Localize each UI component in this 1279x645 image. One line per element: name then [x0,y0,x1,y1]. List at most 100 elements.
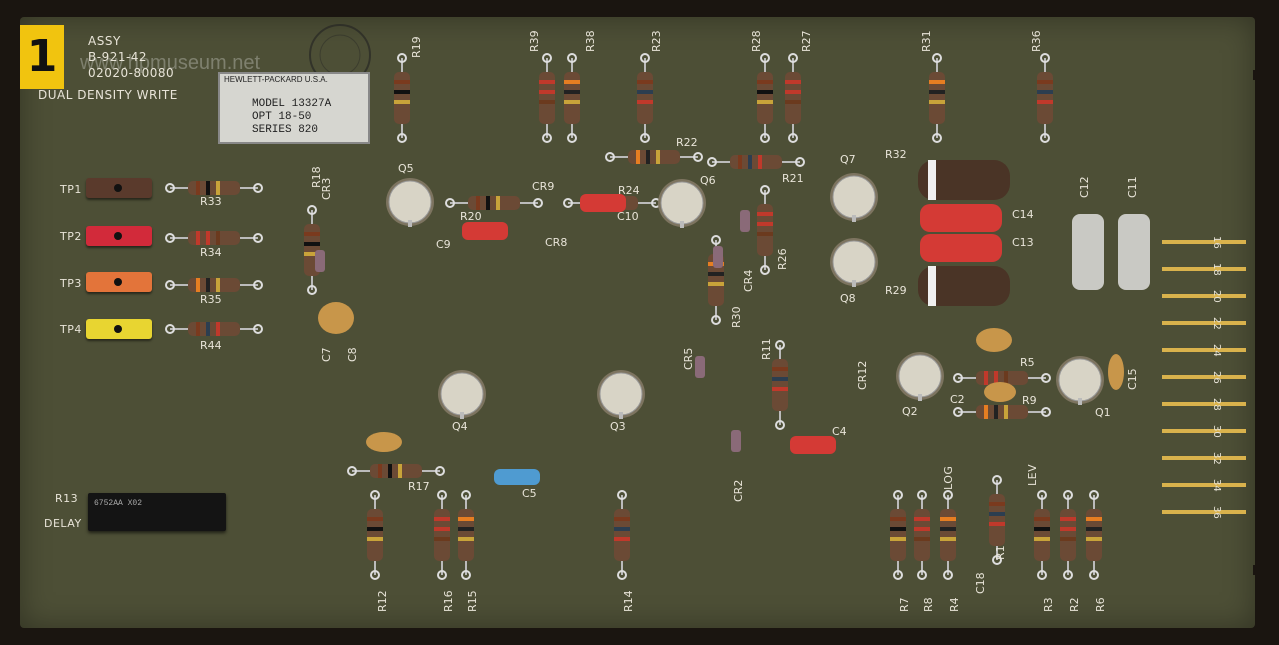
resistor-label: R5 [1020,356,1035,369]
model-plate: HEWLETT-PACKARD U.S.A. MODEL 13327A OPT … [218,72,370,144]
transistor [658,179,706,228]
transistor-label: Q6 [700,174,716,187]
pin-number: 16 [1211,236,1222,249]
edge-connector-pin [1162,483,1246,487]
assy-part-number: B-921-42 [88,50,148,64]
capacitor [920,204,1002,232]
test-point-4[interactable] [86,319,152,339]
test-point-1[interactable] [86,178,152,198]
resistor-label: R38 [584,30,597,52]
transistor [386,178,434,227]
component-label: R32 [885,148,907,161]
transistor [830,173,878,222]
resistor [772,340,788,430]
resistor-label: R18 [310,166,323,188]
pin-number: 22 [1211,317,1222,330]
edge-connector-pin [1162,321,1246,325]
component-label: CR8 [545,236,567,249]
resistor [434,490,450,580]
component-label: C7 [320,347,333,362]
resistor [458,490,474,580]
pin-number: 34 [1211,479,1222,492]
power-resistor [918,160,1010,200]
resistor [707,155,805,169]
transistor-label: Q1 [1095,406,1111,419]
resistor-label: R36 [1030,30,1043,52]
delay-line-chip: 6752AA X02 [88,493,226,531]
tp-label: TP4 [60,323,82,336]
pin-number: 32 [1211,452,1222,465]
resistor-label: R23 [650,30,663,52]
resistor-label: R26 [776,248,789,270]
transistor-label: Q2 [902,405,918,418]
resistor [757,185,773,275]
resistor-band [928,266,936,306]
board-notch [1253,70,1279,80]
resistor-label: R31 [920,30,933,52]
edge-connector-pin [1162,402,1246,406]
resistor [953,405,1051,419]
capacitor [790,436,836,454]
resistor-label: R39 [528,30,541,52]
resistor [1086,490,1102,580]
tantalum-capacitor [366,432,402,452]
component-label: C13 [1012,236,1034,249]
diode [315,250,325,272]
resistor [757,53,773,143]
component-label: CR9 [532,180,554,193]
resistor [347,464,445,478]
transistor-label: Q3 [610,420,626,433]
component-label: C10 [617,210,639,223]
edge-connector-pin [1162,294,1246,298]
component-label: C8 [346,347,359,362]
resistor [914,490,930,580]
resistor [165,322,263,336]
resistor [953,371,1051,385]
resistor-label: R27 [800,30,813,52]
resistor [890,490,906,580]
board-part-number: 02020-80080 [88,66,175,80]
resistor-label: R22 [676,136,698,149]
resistor [1037,53,1053,143]
capacitor [580,194,626,212]
resistor-label: R20 [460,210,482,223]
pin-number: 28 [1211,398,1222,411]
resistor-label: R9 [1022,394,1037,407]
resistor [1034,490,1050,580]
diode [731,430,741,452]
resistor-label: R19 [410,36,423,58]
component-label: C2 [950,393,965,406]
edge-connector-pin [1162,456,1246,460]
test-point-2[interactable] [86,226,152,246]
component-label: C15 [1126,368,1139,390]
electrolytic-capacitor [1072,214,1104,290]
component-label: CR2 [732,480,745,502]
transistor-label: Q4 [452,420,468,433]
resistor-label: R44 [200,339,222,352]
resistor-label: R8 [922,597,935,612]
transistor [597,370,645,419]
chip-marking: 6752AA X02 [94,499,143,508]
edge-connector-pin [1162,375,1246,379]
watermark: www.hpmuseum.net [80,52,261,74]
board-notch [1253,565,1279,575]
resistor-label: R11 [760,338,773,360]
component-label: C4 [832,425,847,438]
tantalum-capacitor [984,382,1016,402]
resistor-label: R14 [622,590,635,612]
board-title: DUAL DENSITY WRITE [38,88,178,102]
resistor [564,53,580,143]
component-label: C12 [1078,176,1091,198]
series-label: SERIES 820 [252,124,319,136]
test-point-3[interactable] [86,272,152,292]
component-label: CR12 [856,361,869,390]
component-label: C11 [1126,176,1139,198]
transistor-label: Q7 [840,153,856,166]
tp-label: TP2 [60,230,82,243]
resistor [394,53,410,143]
component-label: C14 [1012,208,1034,221]
resistor [614,490,630,580]
transistor-label: Q5 [398,162,414,175]
